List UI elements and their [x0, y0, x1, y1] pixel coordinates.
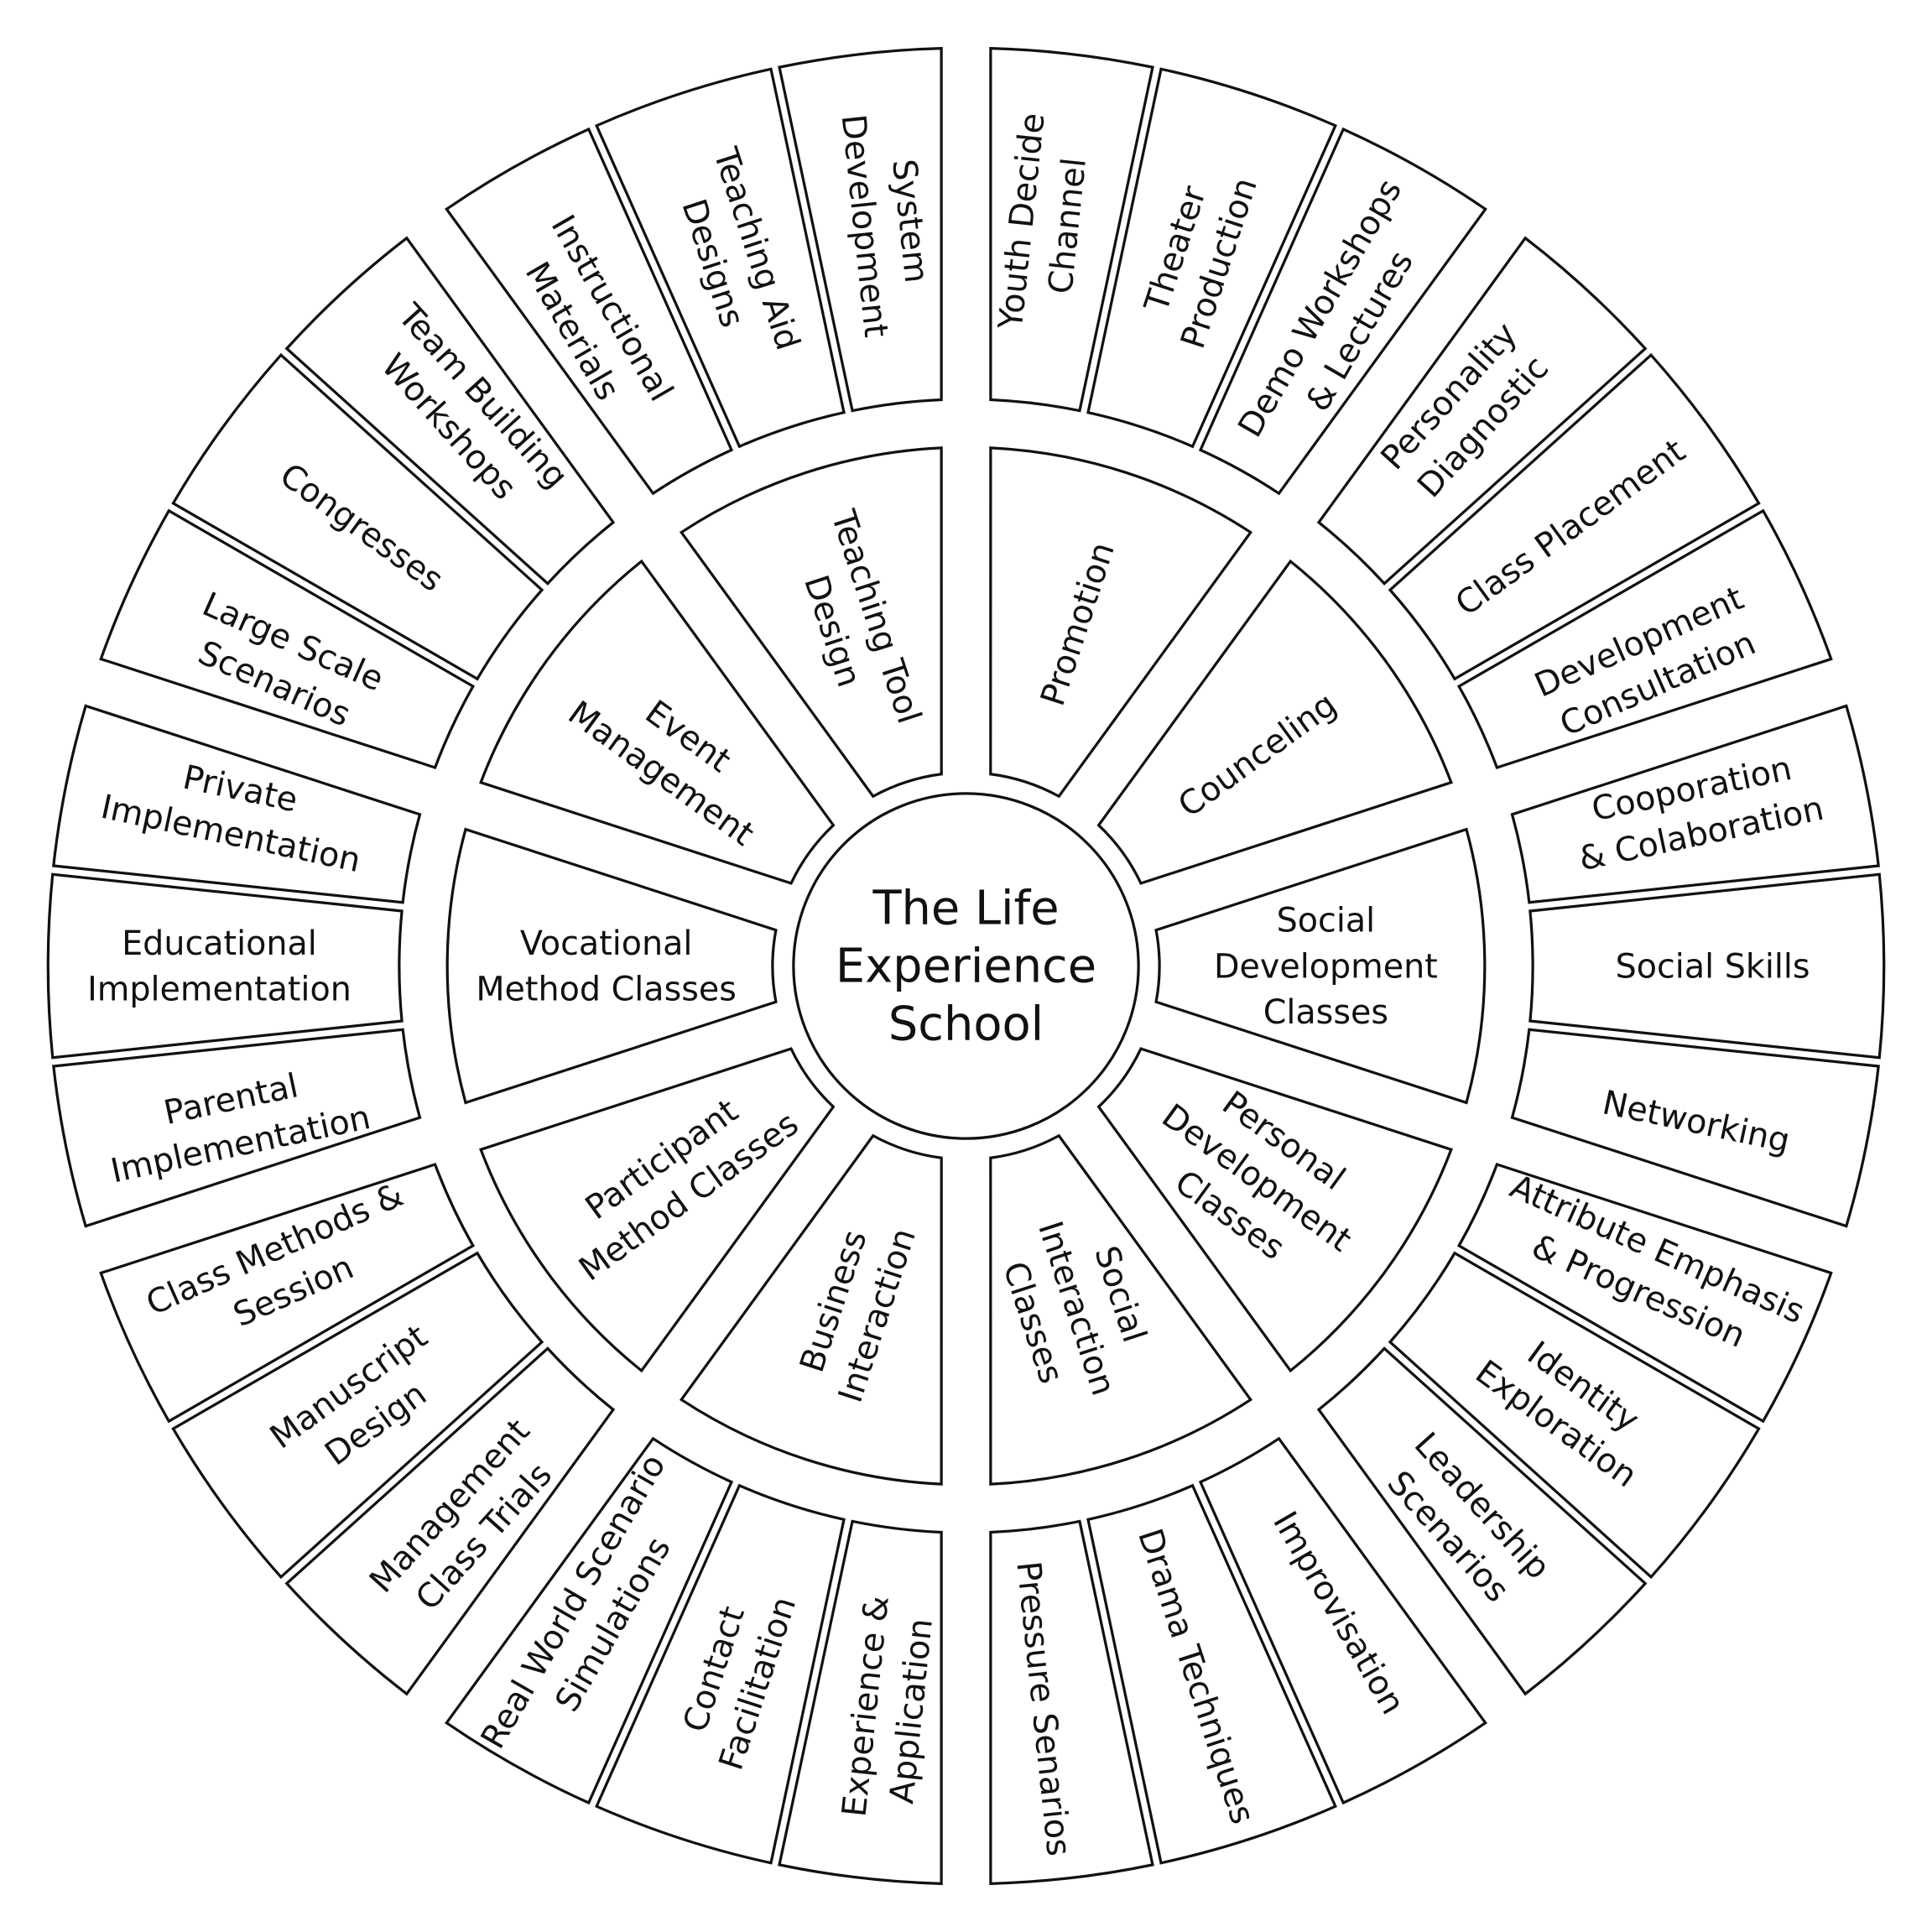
subcategory-segment [989, 47, 1154, 413]
subcategory-label-line: Implementation [87, 971, 352, 1009]
category-segment [1154, 827, 1487, 1105]
category-label-line: Social [1277, 902, 1376, 940]
center-title-line: The Life [872, 882, 1059, 936]
category-segment [679, 446, 943, 799]
category-label-line: Classes [1263, 993, 1388, 1032]
subcategory-segment [1528, 872, 1886, 1060]
subcategory-segment [171, 352, 544, 681]
subcategory-segment [1456, 508, 1833, 770]
subcategory-segment [52, 704, 422, 904]
subcategory-segment [1510, 704, 1880, 904]
category-label-line: Development [1214, 947, 1438, 986]
subcategory-segment [284, 1346, 616, 1696]
subcategory-segment [1388, 1251, 1761, 1580]
subcategory-label-line: Educational [122, 924, 317, 963]
subcategory-segment [1510, 1028, 1880, 1228]
subcategory-segment [1198, 1436, 1487, 1805]
category-label-line: Vocational [520, 924, 693, 963]
subcategory-segment [445, 1436, 734, 1805]
subcategory-segment [445, 127, 734, 496]
category-segment [479, 559, 836, 885]
subcategory-segment [595, 1483, 846, 1865]
category-label-line: Method Classes [476, 971, 737, 1009]
subcategory-segment [1456, 1162, 1833, 1424]
subcategory-segment [46, 872, 404, 1060]
subcategory-segment [1086, 1483, 1337, 1865]
subcategory-segment [989, 1519, 1154, 1885]
subcategory-segment [778, 47, 943, 413]
subcategory-segment [99, 508, 476, 770]
subcategory-segment [99, 1162, 476, 1424]
subcategory-segment [52, 1028, 422, 1228]
category-segment [479, 1047, 836, 1373]
subcategory-segment [171, 1251, 544, 1580]
subcategory-label: Social Skills [1616, 947, 1810, 986]
subcategory-label-line: Social Skills [1616, 947, 1810, 986]
subcategory-segment [284, 236, 616, 586]
subcategory-segment [595, 67, 846, 449]
subcategory-segment [1316, 236, 1648, 586]
subcategory-segment [1086, 67, 1337, 449]
category-segment [445, 827, 778, 1105]
category-segment [1096, 559, 1453, 885]
subcategory-segment [1316, 1346, 1648, 1696]
center-title-line: Experience [836, 940, 1096, 994]
category-segment [989, 446, 1253, 799]
subcategory-segment [1388, 352, 1761, 681]
category-segment [679, 1133, 943, 1486]
subcategory-segment [778, 1519, 943, 1885]
center-title-line: School [888, 997, 1044, 1052]
category-segment [989, 1133, 1253, 1486]
subcategory-segment [1198, 127, 1487, 496]
center-circle [792, 792, 1140, 1140]
category-segment [1096, 1047, 1453, 1373]
